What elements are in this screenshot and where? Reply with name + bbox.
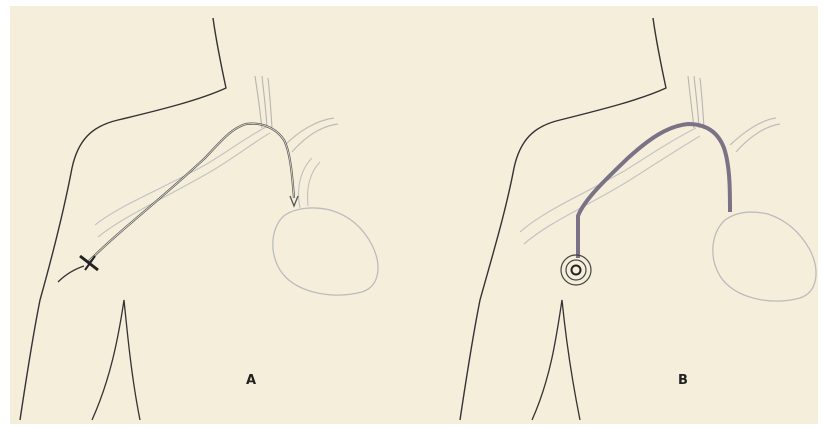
panel-b-label: B (678, 373, 688, 388)
panel-a-label: A (246, 373, 256, 388)
panel-b-implanted-port (561, 255, 591, 285)
